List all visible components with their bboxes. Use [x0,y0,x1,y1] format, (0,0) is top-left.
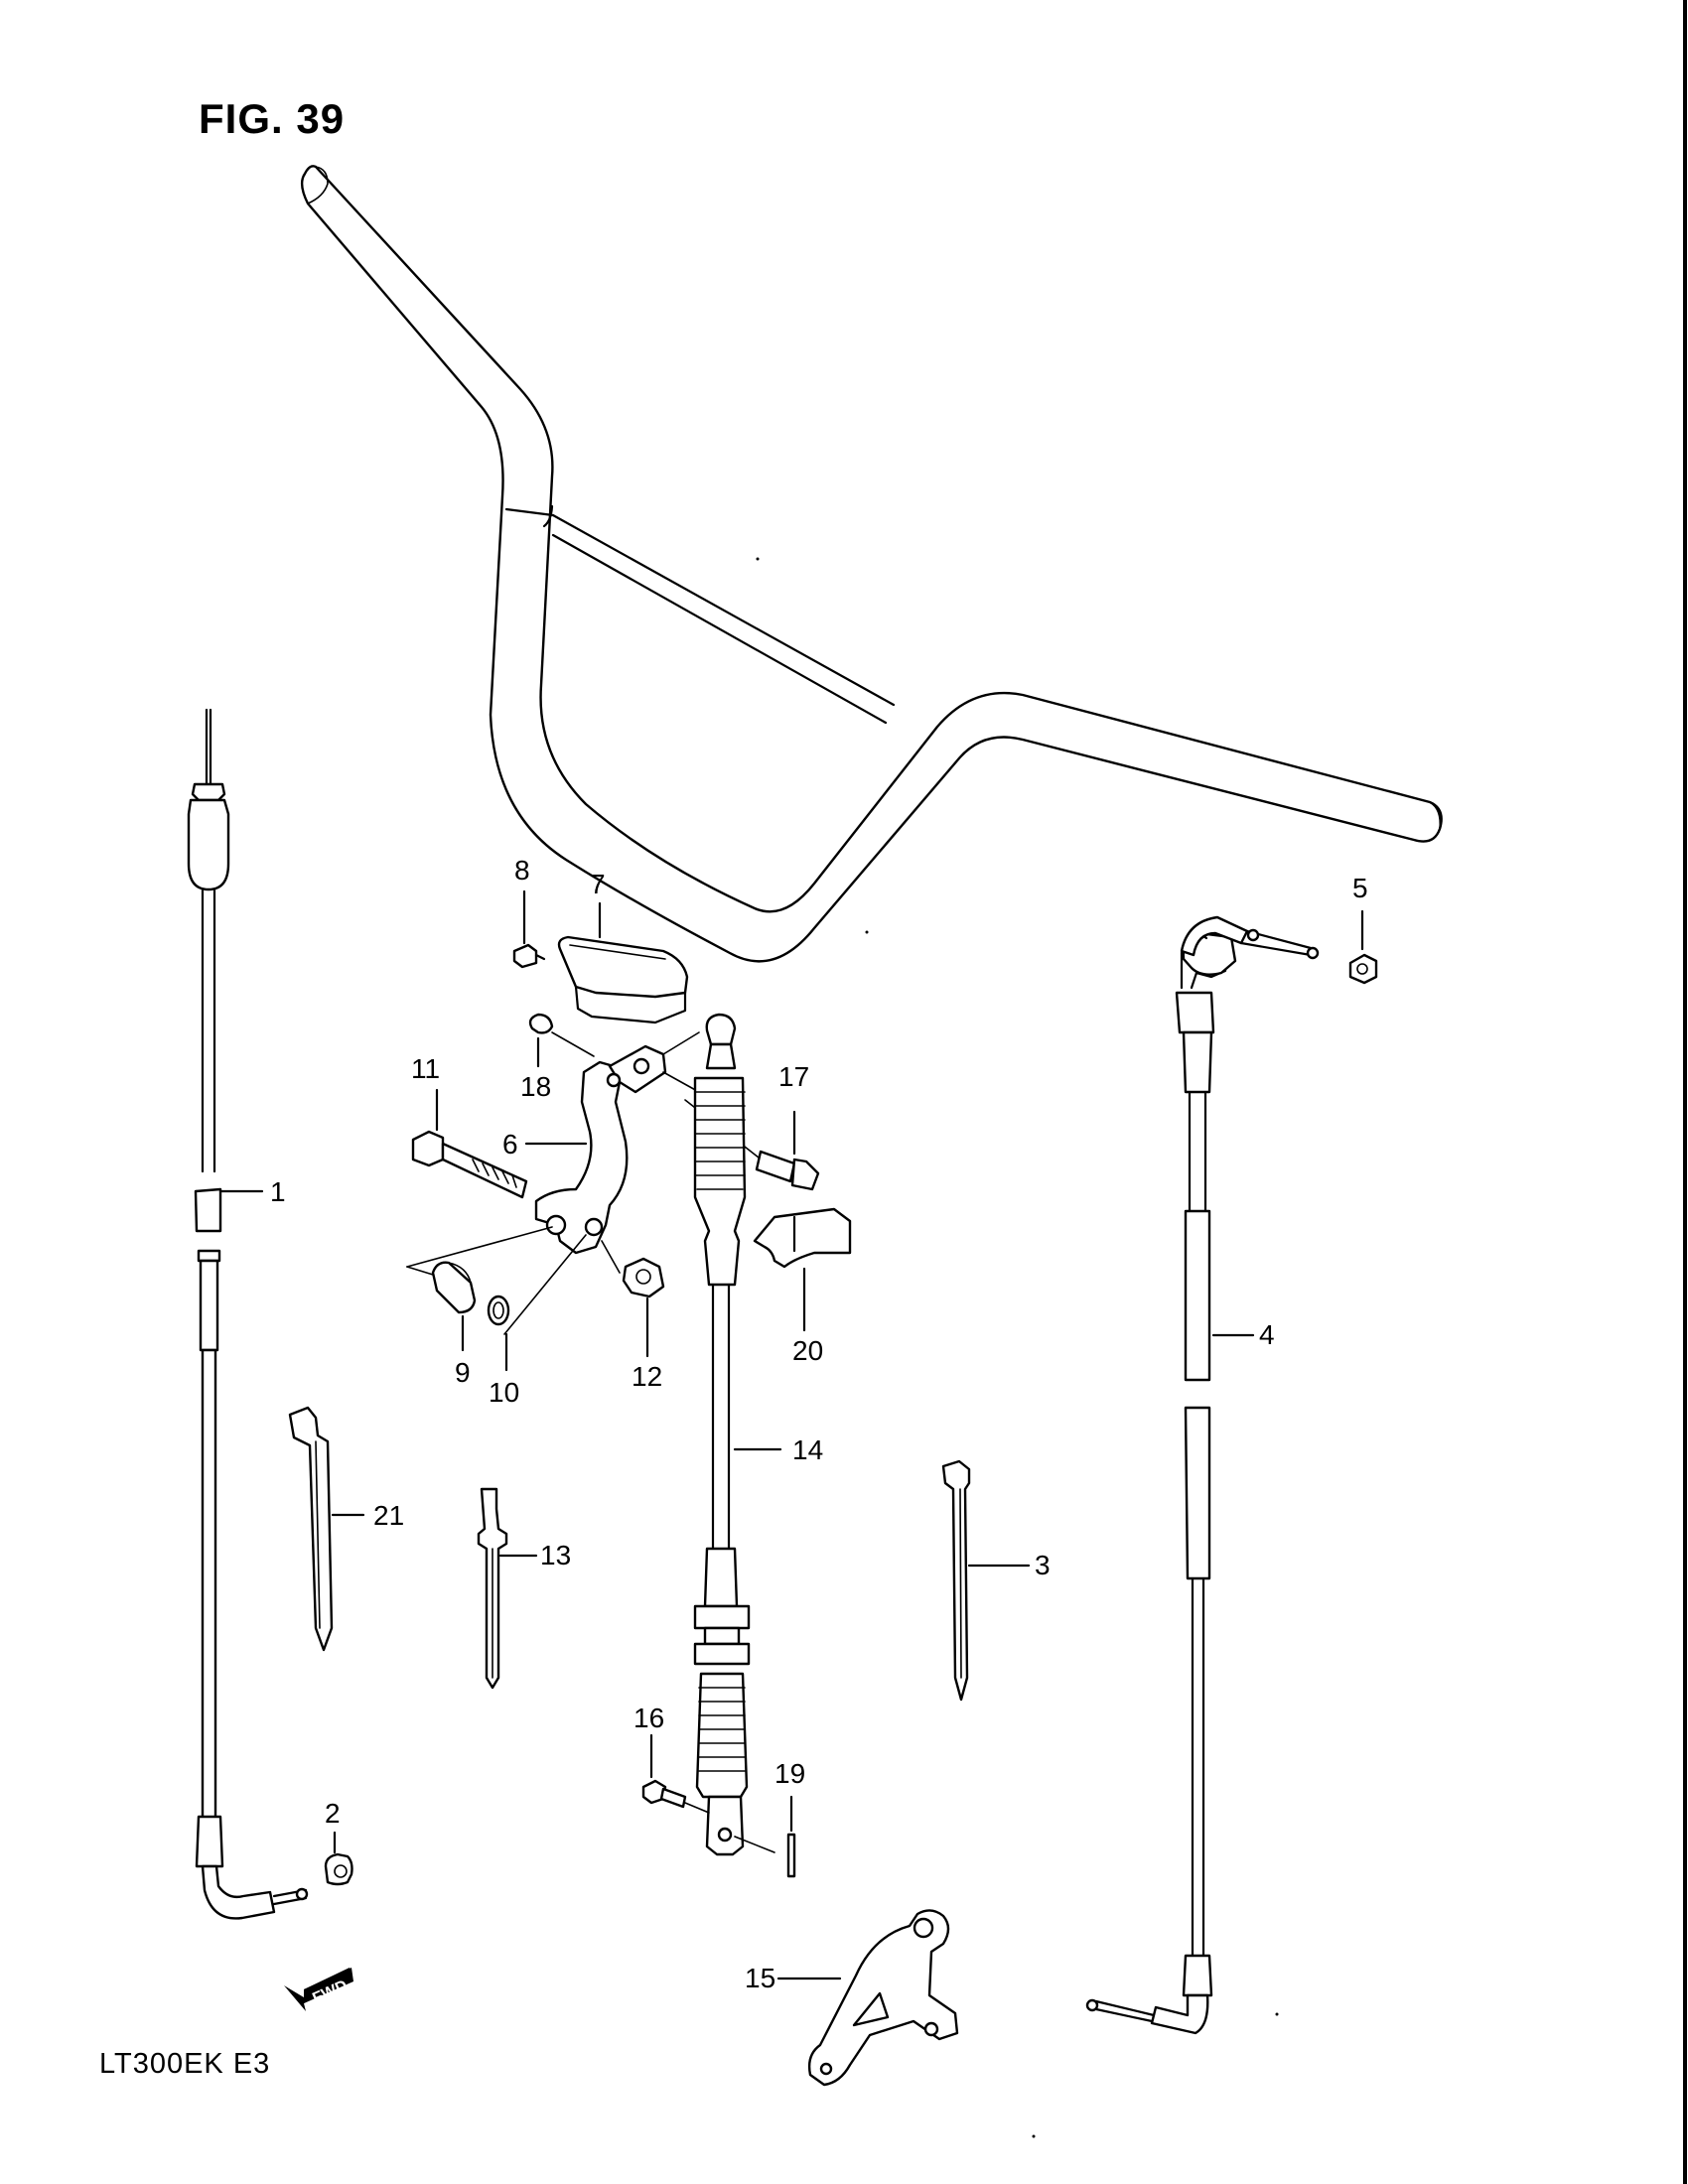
clip-part-18 [528,1013,595,1057]
cotter-pin-part-19 [786,1833,796,1878]
callout-21: 21 [373,1500,404,1531]
callout-7: 7 [590,869,606,899]
bolt-part-11 [411,1130,528,1199]
lever-part-6 [534,1031,700,1255]
cable-tie-part-21 [288,1406,334,1652]
callout-19: 19 [774,1758,805,1789]
fwd-arrow-icon: FWD [284,1968,353,2011]
nut-part-5 [1348,953,1378,985]
throttle-cable-left [187,708,309,1920]
figure-title: FIG. 39 [199,95,345,142]
scan-specks [756,557,1279,2138]
assembly-guide-lines [406,1226,621,1335]
bushing-part-9 [431,1261,477,1314]
callout-2: 2 [325,1798,341,1829]
bracket-part-15 [807,1909,959,2087]
cover-part-7 [557,935,689,1024]
throttle-cable-right [1085,915,1320,2035]
callout-3: 3 [1035,1550,1051,1580]
cable-part-14 [693,1013,751,1856]
callout-17: 17 [778,1061,809,1092]
callout-4: 4 [1259,1319,1275,1350]
callout-8: 8 [514,855,530,886]
callout-1: 1 [270,1176,286,1207]
callout-11: 11 [411,1053,440,1084]
callout-15: 15 [745,1963,775,1993]
callout-18: 18 [520,1071,551,1102]
callout-20: 20 [792,1335,823,1366]
leader-lines [218,889,1364,1980]
nut-part-2 [324,1852,353,1886]
nut-part-12 [622,1257,665,1298]
callout-13: 13 [540,1540,571,1570]
callout-14: 14 [792,1434,823,1465]
clip-part-20 [753,1207,852,1269]
cable-tie-part-3 [941,1459,971,1702]
washer-part-10 [487,1295,510,1326]
callout-16: 16 [633,1703,664,1733]
callout-5: 5 [1352,873,1368,903]
model-code: LT300EK E3 [99,2048,270,2080]
screw-part-8 [512,943,546,969]
callout-labels: 1 2 3 4 5 6 7 8 9 10 11 12 13 14 15 16 1… [270,855,1368,1993]
cable-tie-part-13 [477,1487,508,1690]
handlebar [300,165,1443,963]
bolt-part-16 [641,1779,775,1853]
callout-12: 12 [632,1361,662,1392]
callout-10: 10 [489,1377,519,1408]
callout-9: 9 [455,1357,471,1388]
callout-6: 6 [502,1129,518,1160]
